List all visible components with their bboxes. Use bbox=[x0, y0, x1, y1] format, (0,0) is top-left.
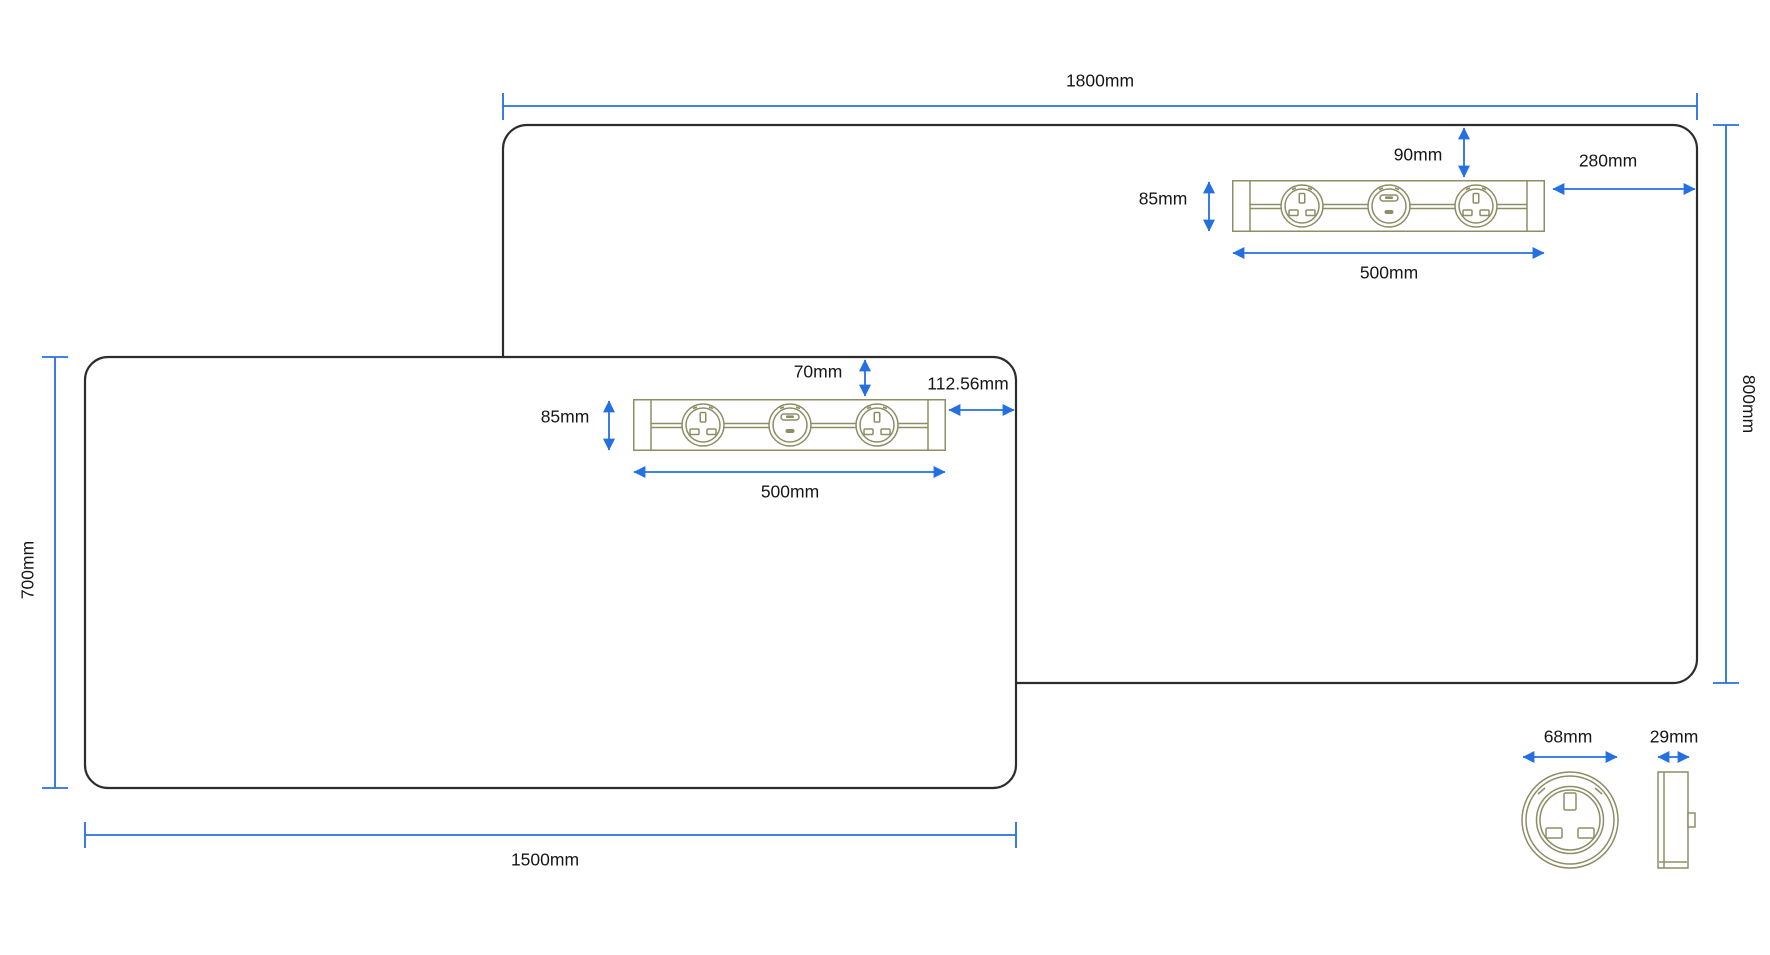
dimension-label-desk1-module-right-offset: 280mm bbox=[1578, 150, 1638, 171]
dimension-label-desk2-module-height: 85mm bbox=[540, 406, 590, 427]
power-module-desk-1800 bbox=[1233, 181, 1545, 232]
dimension-label-desk1-width: 1800mm bbox=[1065, 70, 1135, 91]
dimension-label-socket-side-depth: 29mm bbox=[1649, 726, 1699, 747]
dimension-desk2-depth-line bbox=[42, 356, 68, 789]
dimension-label-desk2-module-top-offset: 70mm bbox=[793, 361, 843, 382]
dimension-label-desk1-depth: 800mm bbox=[1738, 374, 1759, 434]
dimension-desk1-depth-line bbox=[1713, 124, 1739, 684]
dimension-label-desk1-module-height: 85mm bbox=[1138, 188, 1188, 209]
dimension-desk1-width-line bbox=[502, 93, 1698, 120]
socket-front-view bbox=[1521, 771, 1619, 869]
dimension-label-socket-front-diameter: 68mm bbox=[1543, 726, 1593, 747]
dimension-label-desk2-module-width: 500mm bbox=[760, 481, 820, 502]
dimension-label-desk2-width: 1500mm bbox=[510, 849, 580, 870]
dimension-label-desk1-module-width: 500mm bbox=[1359, 262, 1419, 283]
dimension-label-desk2-depth: 700mm bbox=[17, 540, 38, 600]
dimension-desk2-width-line bbox=[84, 822, 1017, 848]
power-module-desk-1500 bbox=[634, 400, 946, 451]
dimension-label-desk2-module-right-offset: 112.56mm bbox=[927, 373, 1009, 394]
socket-side-view bbox=[1657, 771, 1696, 869]
desk-1500x700-outline bbox=[83, 355, 1018, 790]
dimension-label-desk1-module-top-offset: 90mm bbox=[1393, 144, 1443, 165]
